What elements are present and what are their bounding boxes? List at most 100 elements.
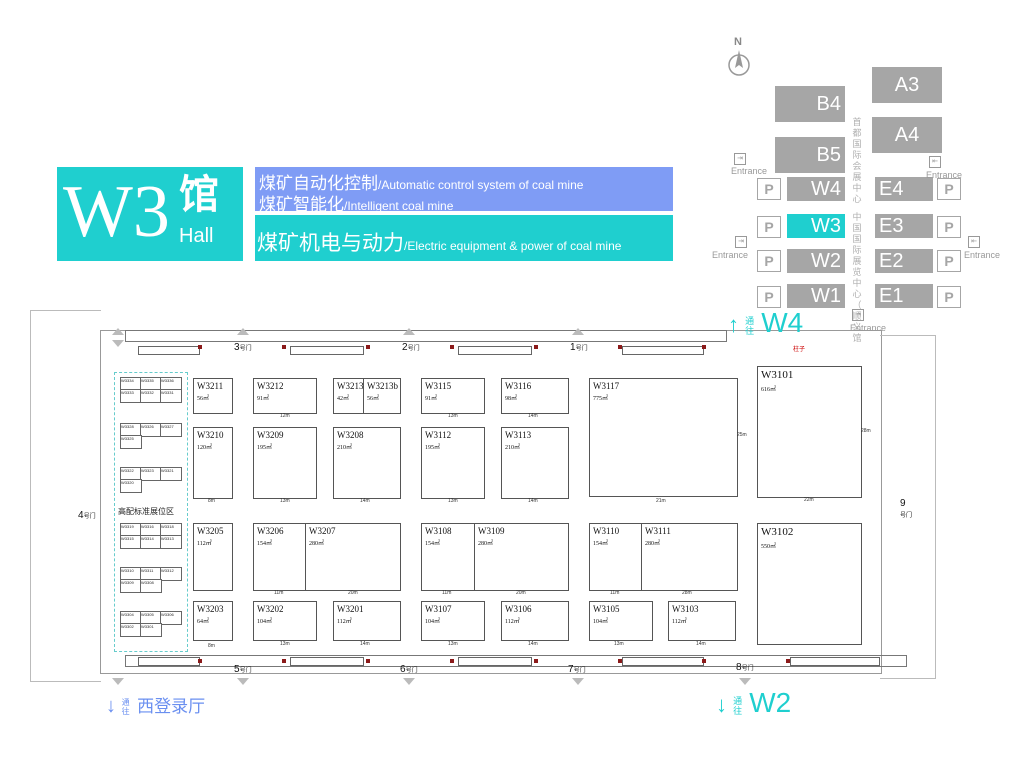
entrance-label: Entrance bbox=[850, 323, 887, 333]
standard-booth[interactable]: W3301 bbox=[140, 623, 162, 637]
gate-1[interactable]: 1号门 bbox=[570, 342, 588, 353]
pillar bbox=[198, 659, 202, 663]
keymap-hall-w3-current: W3 bbox=[787, 214, 845, 238]
standard-booth[interactable]: W3326 bbox=[140, 423, 162, 437]
standard-booth[interactable]: W3320 bbox=[120, 479, 142, 493]
standard-booth[interactable]: W3312 bbox=[160, 567, 182, 581]
standard-booth[interactable]: W3331 bbox=[160, 389, 182, 403]
gate-5[interactable]: 5号门 bbox=[234, 664, 252, 675]
standard-booth[interactable]: W3323 bbox=[140, 467, 162, 481]
gate-6[interactable]: 6号门 bbox=[400, 664, 418, 675]
to-w4-nav[interactable]: ↑ 通往 W4 bbox=[728, 307, 804, 338]
keymap-hall-w2: W2 bbox=[787, 249, 845, 273]
floor-plan bbox=[30, 310, 936, 682]
pillar bbox=[282, 659, 286, 663]
gate-8[interactable]: 8号门 bbox=[736, 662, 754, 673]
arrow-down-icon bbox=[237, 678, 249, 685]
dimension-label: 14m bbox=[528, 498, 538, 504]
standard-booth[interactable]: W3327 bbox=[160, 423, 182, 437]
arrow-down-icon bbox=[739, 678, 751, 685]
hall-en: Hall bbox=[179, 225, 214, 247]
standard-booth[interactable]: W3306 bbox=[160, 611, 182, 625]
dimension-label: 12m bbox=[280, 413, 290, 419]
wall-stand-strip bbox=[290, 346, 364, 355]
dimension-label: 13m bbox=[614, 641, 624, 647]
parking-icon: P bbox=[937, 216, 961, 238]
keymap-hall-b5: B5 bbox=[775, 137, 845, 173]
standard-booth[interactable]: W3333 bbox=[120, 389, 142, 403]
standard-booth[interactable]: W3332 bbox=[140, 389, 162, 403]
to-west-hall-nav[interactable]: ↓ 通往 西登录厅 bbox=[106, 695, 206, 717]
standard-booth[interactable]: W3313 bbox=[160, 535, 182, 549]
standard-booth[interactable]: W3314 bbox=[140, 535, 162, 549]
standard-booth[interactable]: W3308 bbox=[140, 579, 162, 593]
wall-stand-strip bbox=[458, 657, 532, 666]
parking-icon: P bbox=[757, 250, 781, 272]
standard-booth[interactable]: W3302 bbox=[120, 623, 142, 637]
dimension-label: 28m bbox=[682, 590, 692, 596]
pillar bbox=[450, 345, 454, 349]
dimension-label: 8m bbox=[208, 643, 215, 649]
dimension-label: 28m bbox=[861, 428, 871, 434]
category-2: 煤矿智能化/Intelligent coal mine bbox=[259, 195, 454, 214]
entrance-label: Entrance bbox=[731, 166, 768, 176]
dimension-label: 14m bbox=[696, 641, 706, 647]
to-w2-nav[interactable]: ↓ 通往 W2 bbox=[716, 687, 792, 718]
gate-3[interactable]: 3号门 bbox=[234, 342, 252, 353]
pillar bbox=[618, 345, 622, 349]
arrow-down-icon bbox=[572, 678, 584, 685]
gate-2[interactable]: 2号门 bbox=[402, 342, 420, 353]
standard-booth[interactable]: W3325 bbox=[120, 435, 142, 449]
entrance-icon: ⇤ bbox=[929, 156, 941, 168]
keymap-hall-e3: E3 bbox=[875, 214, 933, 238]
arrow-up-icon bbox=[572, 328, 584, 335]
gate-4[interactable]: 4号门 bbox=[78, 510, 96, 521]
parking-icon: P bbox=[757, 216, 781, 238]
category-group-teal: 煤矿机电与动力/Electric equipment & power of co… bbox=[255, 215, 673, 261]
standard-booth[interactable]: W3321 bbox=[160, 467, 182, 481]
wall-stand-strip bbox=[290, 657, 364, 666]
pillar bbox=[618, 659, 622, 663]
arrow-up-icon bbox=[112, 328, 124, 335]
dimension-label: 14m bbox=[528, 413, 538, 419]
standard-booth[interactable]: W3315 bbox=[120, 535, 142, 549]
wall-stand-strip bbox=[622, 346, 704, 355]
standard-booth[interactable]: W3309 bbox=[120, 579, 142, 593]
wall-stand-strip bbox=[790, 657, 880, 666]
entrance-icon: ⇥ bbox=[735, 236, 747, 248]
gate-7[interactable]: 7号门 bbox=[568, 664, 586, 675]
pillar bbox=[786, 659, 790, 663]
dimension-label: 8m bbox=[208, 498, 215, 504]
wall-stand-strip bbox=[138, 346, 200, 355]
dimension-label: 14m bbox=[528, 641, 538, 647]
